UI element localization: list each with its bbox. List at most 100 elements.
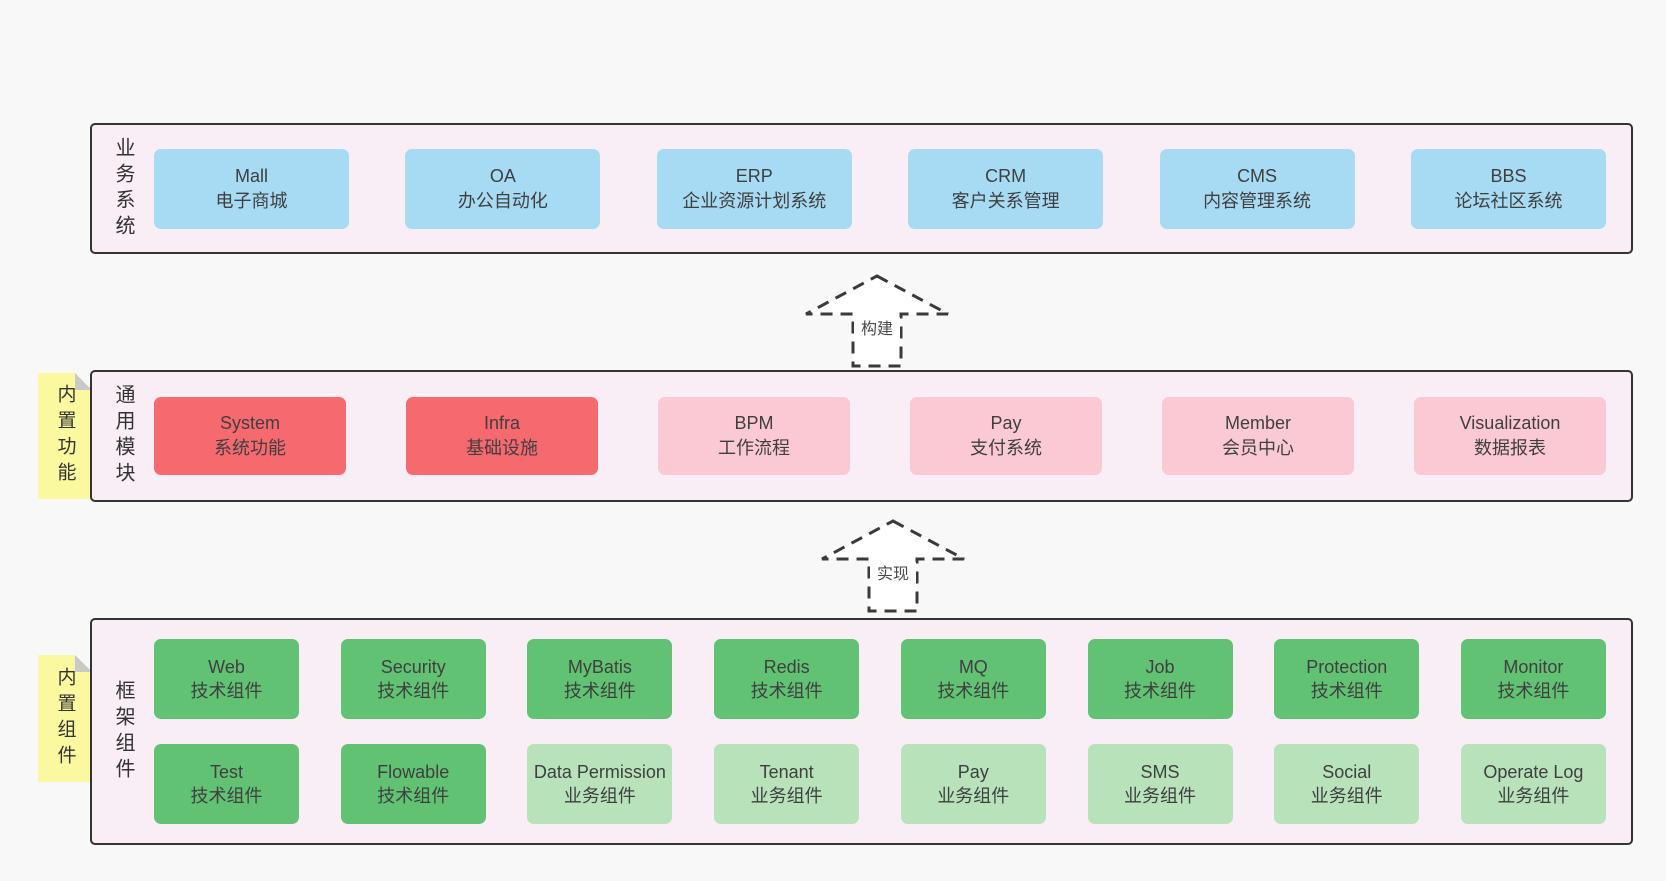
box-member: Member 会员中心	[1162, 397, 1354, 475]
note-label: 内置功能	[54, 384, 76, 488]
box-bbs: BBS 论坛社区系统	[1410, 148, 1606, 229]
box-desc: 办公自动化	[457, 190, 548, 211]
layer-content: Web 技术组件 Security 技术组件 MyBatis 技术组件 Redi…	[154, 620, 1631, 843]
box-name: SMS	[1140, 762, 1180, 782]
layer-label: 业务系统	[92, 125, 154, 252]
box-desc: 工作流程	[718, 438, 790, 458]
box-desc: 电子商城	[215, 190, 288, 211]
box-security: Security 技术组件	[340, 639, 486, 719]
layer-label-text: 框架组件	[112, 679, 134, 784]
box-desc: 客户关系管理	[951, 190, 1060, 211]
box-job: Job 技术组件	[1087, 639, 1233, 719]
box-desc: 技术组件	[1124, 681, 1197, 701]
box-desc: 支付系统	[970, 438, 1042, 458]
box-name: Member	[1224, 413, 1291, 433]
box-name: Protection	[1306, 657, 1388, 677]
layer-label-text: 业务系统	[112, 136, 134, 241]
box-name: BBS	[1490, 165, 1527, 186]
box-desc: 系统功能	[214, 438, 286, 458]
box-pay-system: Pay 支付系统	[910, 397, 1102, 475]
box-name: MQ	[958, 657, 988, 677]
layer-label-text: 通用模块	[112, 384, 134, 488]
box-monitor: Monitor 技术组件	[1460, 639, 1606, 719]
box-redis: Redis 技术组件	[714, 639, 860, 719]
box-desc: 技术组件	[750, 681, 823, 701]
box-desc: 业务组件	[563, 786, 636, 806]
box-desc: 会员中心	[1222, 438, 1294, 458]
layer-business-systems: 业务系统 Mall 电子商城 OA 办公自动化 ERP 企业资源计划系统 CRM…	[90, 123, 1633, 254]
box-name: CRM	[985, 165, 1027, 186]
box-data-permission: Data Permission 业务组件	[527, 744, 673, 824]
box-name: Monitor	[1503, 657, 1564, 677]
box-erp: ERP 企业资源计划系统	[656, 148, 852, 229]
layer-content: Mall 电子商城 OA 办公自动化 ERP 企业资源计划系统 CRM 客户关系…	[154, 125, 1631, 252]
arrow-label-bg	[854, 317, 900, 341]
box-desc: 数据报表	[1474, 438, 1546, 458]
arrow-label: 构建	[861, 320, 893, 338]
box-name: OA	[489, 165, 516, 186]
box-cms: CMS 内容管理系统	[1159, 148, 1355, 229]
box-name: MyBatis	[567, 657, 632, 677]
arrow-label: 实现	[877, 565, 909, 583]
box-name: Redis	[763, 657, 810, 677]
box-visualization: Visualization 数据报表	[1414, 397, 1606, 475]
box-desc: 基础设施	[466, 438, 538, 458]
box-desc: 内容管理系统	[1203, 190, 1312, 211]
box-web: Web 技术组件	[154, 639, 299, 719]
box-name: Job	[1145, 657, 1175, 677]
note-builtin-features: 内置功能	[38, 373, 92, 499]
box-protection: Protection 技术组件	[1274, 639, 1420, 719]
arrow-implement: 实现	[821, 519, 965, 613]
box-desc: 业务组件	[937, 786, 1010, 806]
box-name: Pay	[957, 762, 989, 782]
box-mq: MQ 技术组件	[900, 639, 1046, 719]
arrow-build: 构建	[805, 274, 949, 368]
box-mall: Mall 电子商城	[154, 148, 349, 229]
layer-content: System 系统功能 Infra 基础设施 BPM 工作流程 Pay 支付系统…	[154, 372, 1631, 500]
box-mybatis: MyBatis 技术组件	[527, 639, 673, 719]
box-desc: 技术组件	[1310, 681, 1383, 701]
box-desc: 论坛社区系统	[1454, 190, 1563, 211]
box-name: Infra	[483, 413, 521, 433]
box-desc: 业务组件	[1310, 786, 1383, 806]
box-bpm: BPM 工作流程	[658, 397, 850, 475]
box-tenant: Tenant 业务组件	[714, 744, 860, 824]
layer-label: 框架组件	[92, 620, 154, 843]
layer-common-modules: 通用模块 System 系统功能 Infra 基础设施 BPM 工作流程 Pay…	[90, 370, 1633, 502]
box-name: Social	[1322, 762, 1372, 782]
box-desc: 技术组件	[1497, 681, 1570, 701]
box-desc: 技术组件	[937, 681, 1010, 701]
box-name: System	[219, 413, 280, 433]
box-name: Test	[209, 762, 243, 782]
box-name: CMS	[1237, 165, 1278, 186]
box-pay-component: Pay 业务组件	[900, 744, 1046, 824]
box-name: Operate Log	[1483, 762, 1584, 782]
box-name: Visualization	[1459, 413, 1561, 433]
box-sms: SMS 业务组件	[1087, 744, 1233, 824]
box-desc: 业务组件	[1497, 786, 1570, 806]
box-name: Mall	[234, 165, 268, 186]
box-name: BPM	[734, 413, 774, 433]
box-flowable: Flowable 技术组件	[340, 744, 486, 824]
box-desc: 业务组件	[1124, 786, 1197, 806]
component-row-2: Test 技术组件 Flowable 技术组件 Data Permission …	[154, 744, 1606, 824]
box-desc: 技术组件	[563, 681, 636, 701]
box-name: Security	[380, 657, 446, 677]
box-operate-log: Operate Log 业务组件	[1460, 744, 1606, 824]
box-system: System 系统功能	[154, 397, 346, 475]
box-desc: 业务组件	[750, 786, 823, 806]
note-builtin-components: 内置组件	[38, 655, 92, 782]
note-label: 内置组件	[54, 666, 76, 771]
box-name: Pay	[990, 413, 1022, 433]
box-crm: CRM 客户关系管理	[908, 148, 1104, 229]
box-desc: 技术组件	[190, 681, 263, 701]
box-social: Social 业务组件	[1274, 744, 1420, 824]
box-name: Tenant	[759, 762, 814, 782]
box-name: Data Permission	[533, 762, 666, 782]
layer-label: 通用模块	[92, 372, 154, 500]
box-test: Test 技术组件	[154, 744, 299, 824]
box-desc: 企业资源计划系统	[682, 190, 827, 211]
box-oa: OA 办公自动化	[405, 148, 601, 229]
layer-framework-components: 框架组件 Web 技术组件 Security 技术组件 MyBatis 技术组件…	[90, 618, 1633, 845]
box-desc: 技术组件	[377, 681, 450, 701]
